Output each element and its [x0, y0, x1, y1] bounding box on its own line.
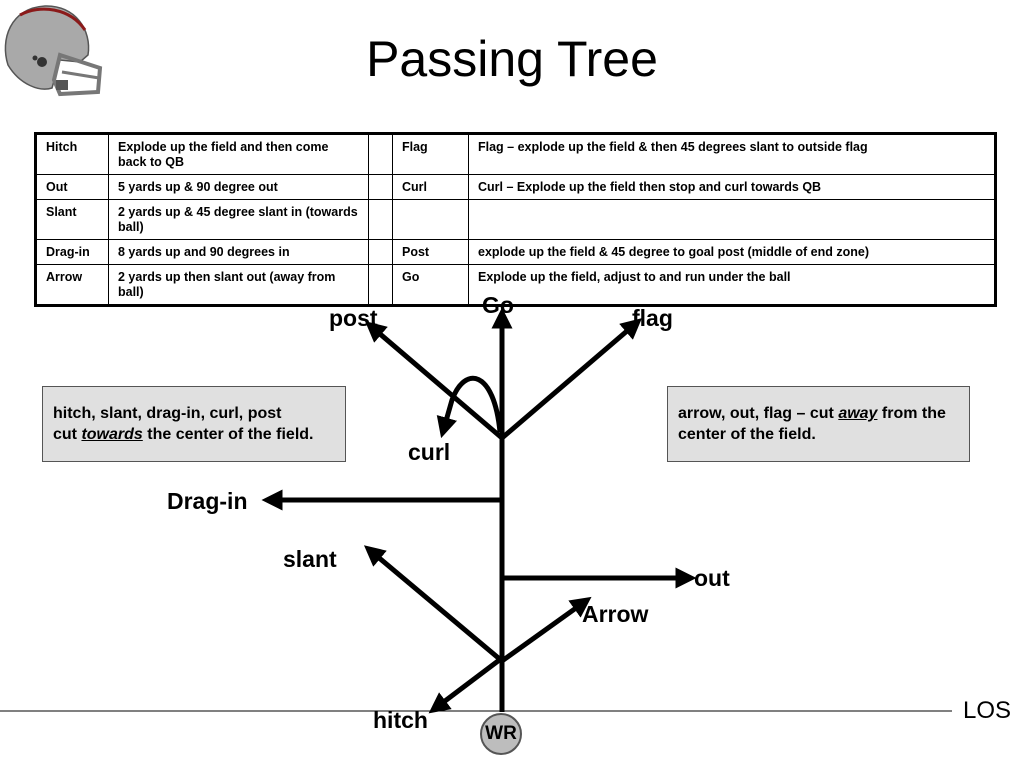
inward-note-line2: cut towards the center of the field. — [53, 426, 314, 443]
outward-routes-note: arrow, out, flag – cut away from the cen… — [667, 386, 970, 462]
route-description-cell: 8 yards up and 90 degrees in — [108, 239, 369, 265]
inward-routes-note: hitch, slant, drag-in, curl, post cut to… — [42, 386, 346, 462]
spacer-cell — [368, 133, 393, 175]
hitch-label: hitch — [373, 707, 428, 733]
curl-label: curl — [408, 439, 451, 465]
route-description-cell: 5 yards up & 90 degree out — [108, 174, 369, 200]
los-label: LOS — [963, 697, 1012, 724]
post-label: post — [329, 305, 378, 331]
post-route — [365, 321, 504, 440]
receiver-label: WR — [485, 723, 517, 744]
curl-route — [436, 375, 503, 439]
route-name-cell: Go — [392, 264, 469, 306]
route-name-cell: Post — [392, 239, 469, 265]
receiver-marker: WR — [480, 713, 522, 755]
route-description-cell: Flag – explode up the field & then 45 de… — [468, 133, 996, 175]
route-description-cell: Explode up the field, adjust to and run … — [468, 264, 996, 306]
outward-note-text: arrow, out, flag – cut away from the cen… — [678, 405, 946, 443]
football-helmet-icon — [4, 5, 103, 97]
go-label: Go — [482, 292, 514, 318]
route-description-cell: explode up the field & 45 degree to goal… — [468, 239, 996, 265]
arrow-label: Arrow — [582, 601, 649, 627]
spacer-cell — [368, 199, 393, 240]
route-name-cell: Out — [35, 174, 109, 200]
page-title: Passing Tree — [366, 31, 658, 87]
route-description-cell: Explode up the field and then come back … — [108, 133, 369, 175]
route-name-cell: Arrow — [35, 264, 109, 306]
flag-label: flag — [632, 305, 673, 331]
slant-label: slant — [283, 546, 337, 572]
arrow-route — [500, 596, 592, 664]
inward-note-line1: hitch, slant, drag-in, curl, post — [53, 405, 282, 422]
route-description-cell: 2 yards up & 45 degree slant in (towards… — [108, 199, 369, 240]
drag-in-label: Drag-in — [167, 488, 248, 514]
slant-route — [363, 545, 504, 663]
flag-route — [500, 318, 642, 440]
hitch-route — [428, 656, 504, 714]
out-label: out — [694, 565, 730, 591]
route-description-cell: Curl – Explode up the field then stop an… — [468, 174, 996, 200]
route-description-cell: 2 yards up then slant out (away from bal… — [108, 264, 369, 306]
